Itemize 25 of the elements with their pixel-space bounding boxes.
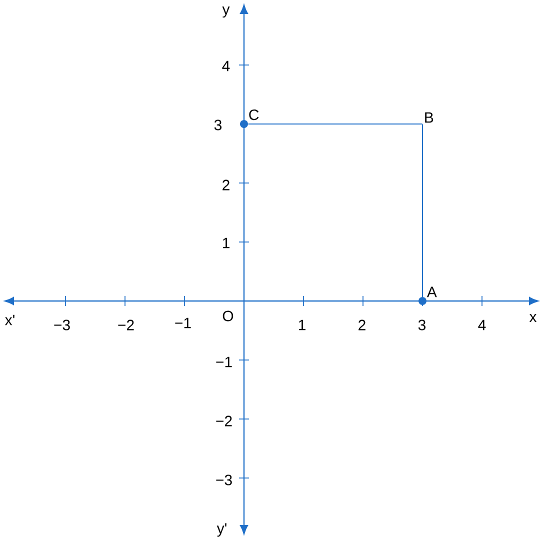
tick-label: −2: [216, 416, 232, 426]
node-label: C: [249, 109, 259, 120]
tick-label: 1: [298, 320, 306, 330]
point: A: [418, 286, 437, 305]
tick-label: −1: [216, 356, 232, 368]
origin-label: O: [222, 310, 234, 322]
axis-label: x: [529, 314, 537, 322]
tick-label: 2: [358, 320, 366, 330]
axis-label: y': [216, 523, 226, 537]
line-segment: [422, 124, 423, 298]
tick-label: 4: [478, 320, 486, 330]
tick-label: 2: [222, 180, 230, 190]
tick-label: −2: [118, 320, 134, 330]
axis-label: x': [5, 314, 14, 326]
tick-label: 1: [222, 238, 230, 248]
point: C: [240, 109, 259, 128]
node-label: A: [426, 286, 437, 298]
tick-label: 4: [222, 60, 230, 72]
tick-label: −3: [216, 474, 232, 486]
tick-label: 3: [418, 320, 426, 330]
axis-label: y: [222, 6, 230, 18]
tick-label: −1: [175, 318, 191, 328]
tick-label: −3: [54, 320, 70, 330]
tick-label: 3: [214, 120, 222, 130]
vertex: B: [425, 112, 434, 123]
